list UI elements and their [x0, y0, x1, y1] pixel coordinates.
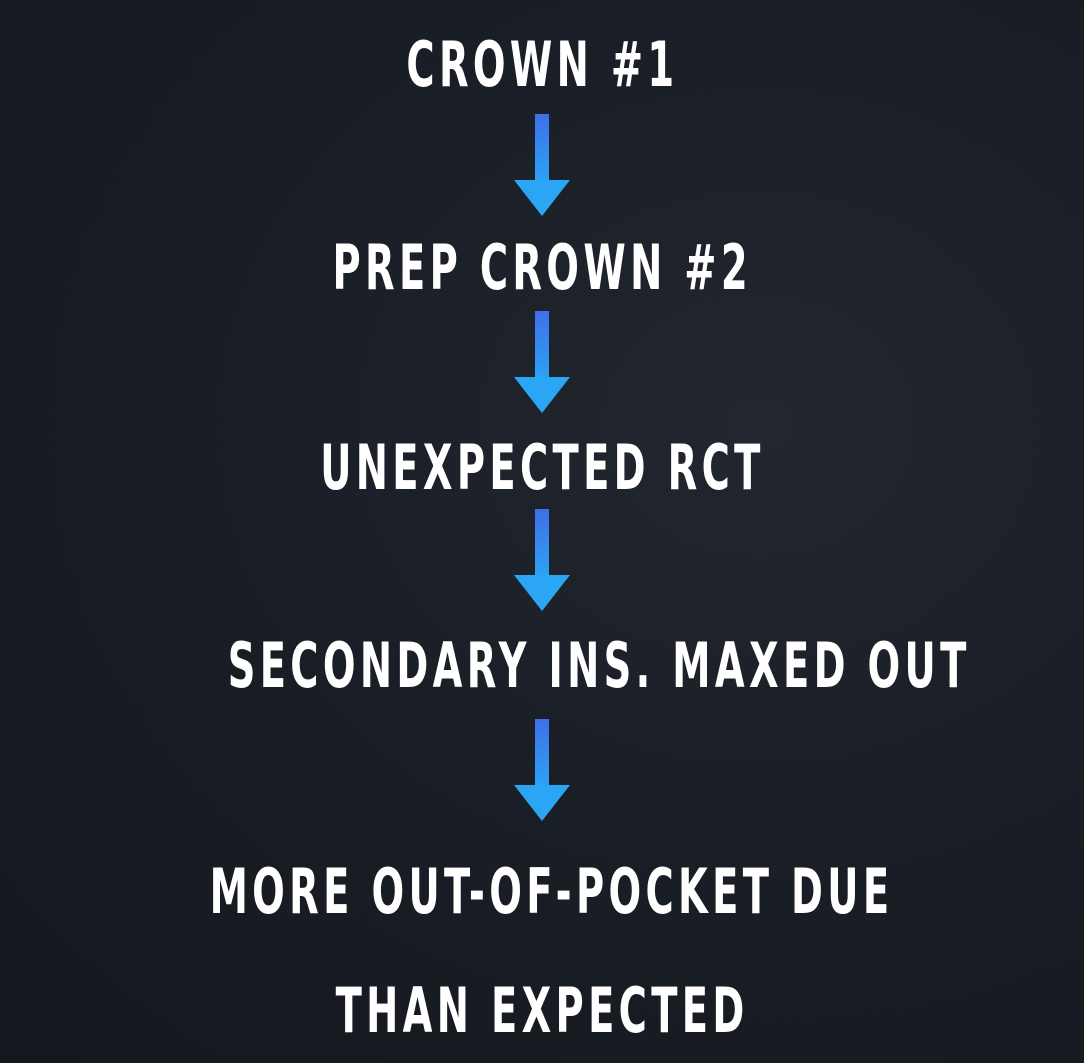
arrow-down-icon	[514, 311, 570, 413]
step-secondary-ins-maxed-out: SECONDARY INS. MAXED OUT	[0, 635, 1084, 697]
arrow-down-icon	[514, 719, 570, 821]
step-prep-crown-2: PREP CROWN #2	[0, 237, 1084, 299]
arrow-down-icon	[514, 114, 570, 216]
step-more-out-of-pocket: MORE OUT-OF-POCKET DUE	[0, 861, 1084, 923]
step-label: CROWN #1	[405, 28, 679, 101]
step-than-expected: THAN EXPECTED	[0, 980, 1084, 1042]
step-label: THAN EXPECTED	[335, 974, 749, 1047]
step-label: UNEXPECTED RCT	[319, 431, 765, 504]
step-label: SECONDARY INS. MAXED OUT	[227, 629, 971, 702]
step-unexpected-rct: UNEXPECTED RCT	[0, 437, 1084, 499]
step-label: PREP CROWN #2	[332, 231, 752, 304]
step-label: MORE OUT-OF-POCKET DUE	[209, 855, 894, 928]
step-crown-1: CROWN #1	[0, 34, 1084, 96]
arrow-down-icon	[514, 509, 570, 611]
